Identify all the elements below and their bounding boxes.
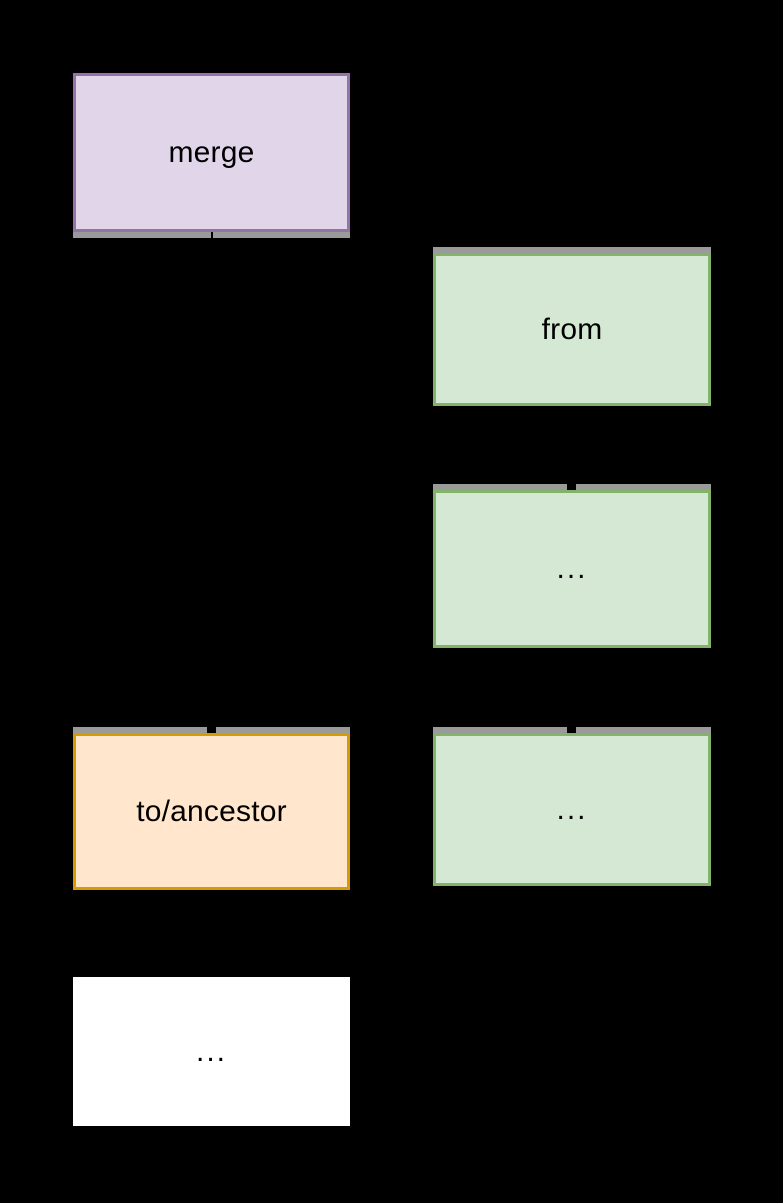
- node-to-ancestor-label: to/ancestor: [136, 794, 287, 828]
- node-from-label: from: [541, 312, 603, 346]
- node-from-mid-ellipsis[interactable]: ...: [433, 490, 711, 648]
- edge-from-to-mid: [571, 406, 573, 490]
- arrowhead-from-left: [427, 324, 436, 333]
- node-from[interactable]: from: [433, 253, 711, 406]
- arrowhead-from-last-top: [567, 727, 576, 736]
- node-merge[interactable]: merge: [73, 73, 350, 232]
- arrowhead-from-mid-top: [567, 484, 576, 493]
- edge-merge-to-to-ancestor: [211, 232, 213, 733]
- edge-last-to-to-ancestor: [350, 810, 433, 812]
- arrowhead-from-last-left: [428, 806, 436, 815]
- edge-mid-to-last: [571, 648, 573, 733]
- node-from-mid-ellipsis-label: ...: [556, 552, 588, 585]
- node-to-ellipsis-label: ...: [195, 1034, 227, 1068]
- node-to-ancestor[interactable]: to/ancestor: [73, 733, 350, 890]
- node-merge-label: merge: [168, 135, 255, 169]
- arrowhead-to-ancestor-top: [207, 727, 216, 736]
- node-from-last-ellipsis-label: ...: [556, 792, 588, 826]
- node-from-last-ellipsis[interactable]: ...: [433, 733, 711, 886]
- edge-merge-to-from-horizontal: [211, 329, 433, 331]
- node-to-ellipsis[interactable]: ...: [73, 977, 350, 1126]
- from-shadow-top: [433, 247, 711, 254]
- edge-to-ancestor-to-ellipsis: [211, 890, 213, 977]
